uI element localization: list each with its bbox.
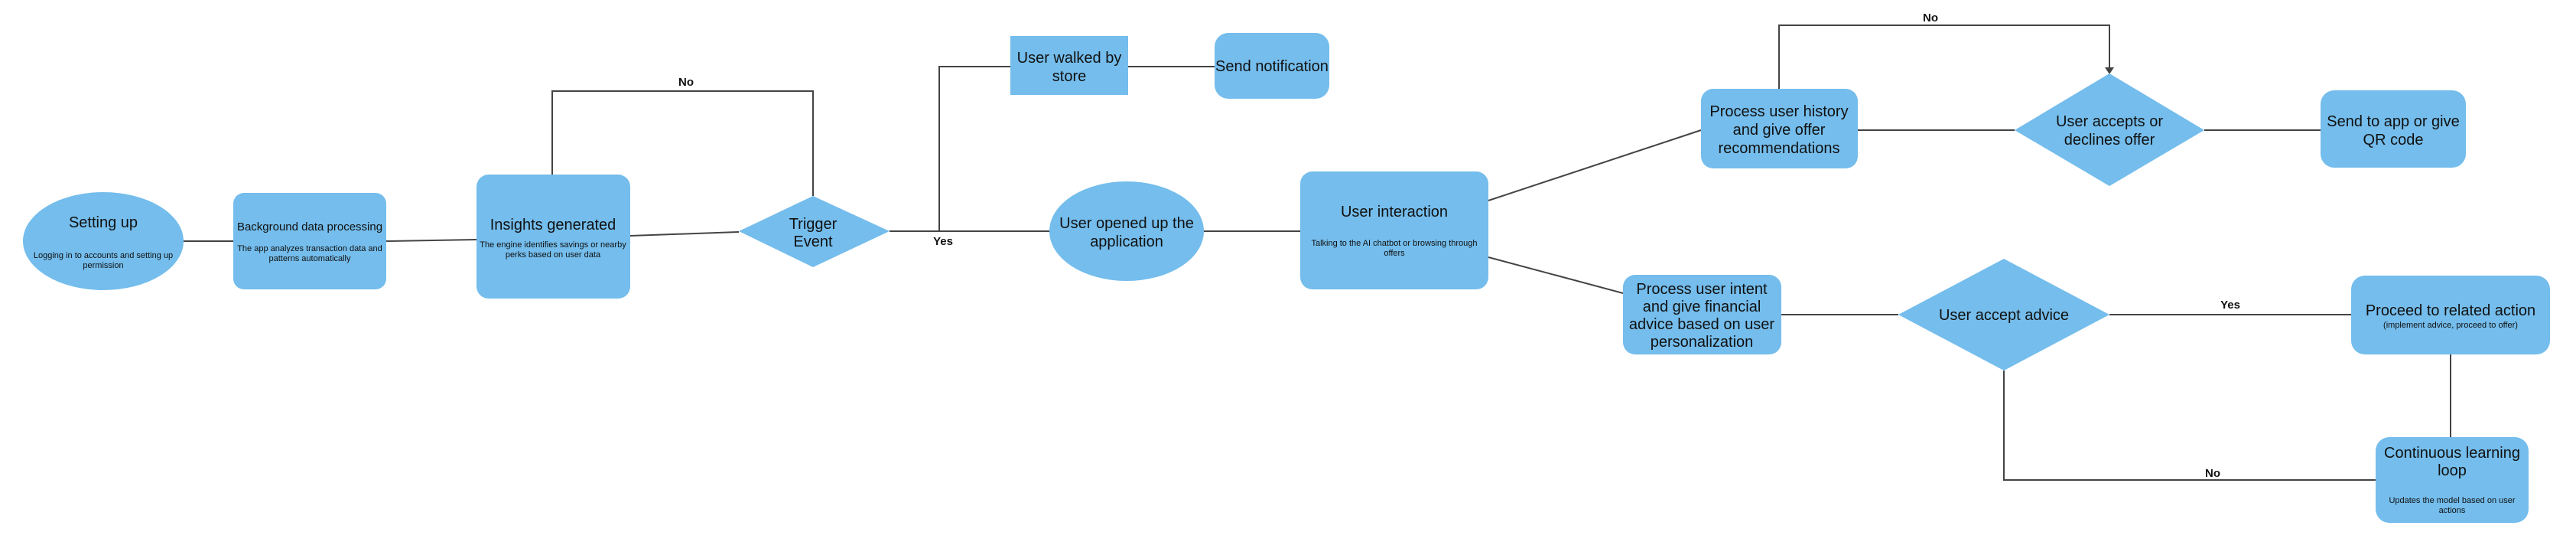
node-description: Updates the model based on user [2389,496,2515,505]
node-insights-generated[interactable]: Insights generated The engine identifies… [476,175,630,299]
node-title: User accept advice [1939,307,2069,324]
node-title: and give financial [1643,299,1761,315]
node-title: Process user intent [1636,281,1768,298]
node-title: Background data processing [237,220,382,233]
label-no-offer: No [1923,11,1938,24]
node-process-user-intent[interactable]: Process user intent and give financial a… [1623,275,1781,354]
node-description: The engine identifies savings or nearby [480,240,626,250]
node-title: declines offer [2064,132,2155,149]
node-description: permission [83,261,123,270]
edge-interaction-history [1488,129,1702,201]
edges [184,24,2451,481]
node-process-user-history[interactable]: Process user history and give offer reco… [1701,89,1858,168]
edge-trigger-walked [938,66,1010,231]
node-title: Proceed to related action [2366,302,2535,319]
node-title: User opened up the [1059,215,1194,232]
node-title: Insights generated [490,217,616,233]
label-no-advice: No [2205,467,2220,480]
edge-trigger-no-loop [551,90,814,196]
node-title: Send to app or give [2327,113,2459,130]
node-title: User walked by [1017,50,1122,67]
node-title: Event [793,233,833,250]
node-title: loop [2438,462,2467,479]
node-setting-up[interactable]: Setting up Logging in to accounts and se… [23,192,184,290]
edge-history-no-loop [1778,24,2110,89]
node-title: advice based on user [1629,316,1774,333]
node-title: Process user history [1709,103,1848,120]
node-description: (implement advice, proceed to offer) [2383,321,2518,330]
node-title: Continuous learning [2384,445,2520,462]
node-send-to-app-or-qr[interactable]: Send to app or give QR code [2321,90,2466,168]
node-title: Setting up [69,214,138,231]
node-title: recommendations [1719,140,1840,157]
node-description: Talking to the AI chatbot or browsing th… [1311,239,1477,248]
node-title: store [1052,68,1086,85]
node-user-walked-by-store[interactable]: User walked by store [1010,36,1128,95]
node-description: offers [1384,249,1405,258]
node-title: Trigger [789,216,838,233]
node-user-accept-advice[interactable]: User accept advice [1898,259,2109,371]
node-description: actions [2439,506,2466,515]
node-user-interaction[interactable]: User interaction Talking to the AI chatb… [1300,171,1488,289]
node-description: Logging in to accounts and setting up [34,251,173,260]
node-user-accepts-declines-offer[interactable]: User accepts or declines offer [2015,73,2204,186]
node-description: perks based on user data [506,250,601,260]
edge-advice-no-loop [2003,371,2376,481]
node-user-opened-app[interactable]: User opened up the application [1049,181,1204,281]
arrowhead [2105,67,2114,74]
label-no-trigger: No [678,76,694,89]
node-proceed-to-related-action[interactable]: Proceed to related action (implement adv… [2351,276,2550,354]
node-title: User accepts or [2056,113,2163,130]
node-continuous-learning-loop[interactable]: Continuous learning loop Updates the mod… [2376,437,2529,523]
node-title: User interaction [1341,204,1448,220]
label-yes-advice: Yes [2220,299,2240,312]
node-description: patterns automatically [269,254,351,263]
node-background-processing[interactable]: Background data processing The app analy… [233,193,386,289]
node-title: QR code [2363,132,2424,149]
label-yes-trigger: Yes [933,235,953,248]
node-title: Send notification [1215,58,1329,75]
edge-interaction-intent [1488,256,1624,294]
node-trigger-event[interactable]: Trigger Event [739,196,890,267]
edge-labels: No Yes No Yes No [678,11,2240,480]
node-title: personalization [1651,334,1754,351]
node-title: application [1090,233,1163,250]
node-title: and give offer [1733,122,1826,139]
edge-insights-trigger [629,231,740,237]
node-description: The app analyzes transaction data and [237,244,382,253]
node-send-notification[interactable]: Send notification [1215,33,1329,99]
edge-background-insights [385,239,477,242]
